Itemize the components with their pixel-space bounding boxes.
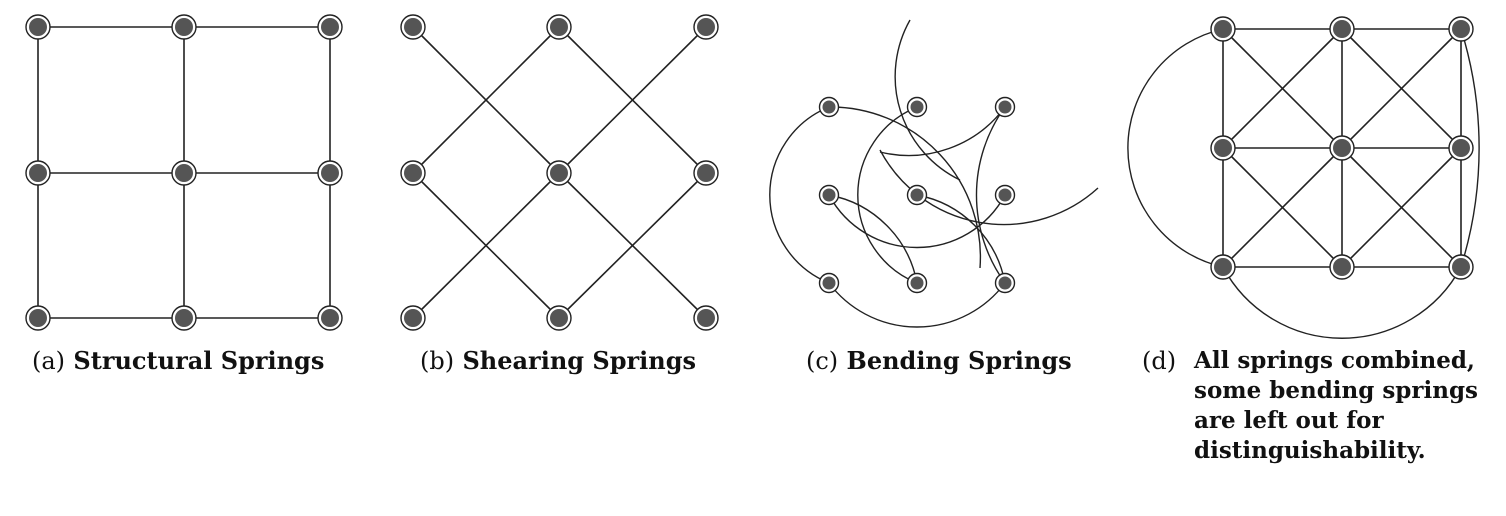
caption-a-label: (a) — [32, 347, 66, 375]
mass-node — [1333, 258, 1351, 276]
mass-node — [1214, 258, 1232, 276]
mass-node — [175, 164, 193, 182]
shearing-spring — [558, 26, 707, 174]
mass-node — [1333, 20, 1351, 38]
mass-node — [321, 309, 339, 327]
shearing-spring — [1222, 147, 1343, 268]
mass-node — [404, 309, 422, 327]
mass-node — [697, 18, 715, 36]
mass-node — [175, 309, 193, 327]
caption-b: (b) Shearing Springs — [420, 346, 696, 376]
mass-node — [998, 100, 1012, 114]
mass-node — [29, 18, 47, 36]
mass-node — [321, 18, 339, 36]
bending-spring — [828, 194, 1006, 249]
mass-node — [29, 309, 47, 327]
shearing-spring — [412, 172, 560, 319]
mass-node — [29, 164, 47, 182]
mass-node — [404, 18, 422, 36]
bending-spring — [828, 194, 918, 284]
mass-node — [998, 276, 1012, 290]
bending-spring — [769, 106, 830, 284]
bending-spring — [879, 149, 1099, 226]
caption-c: (c) Bending Springs — [806, 346, 1072, 376]
shearing-spring — [558, 172, 707, 319]
mass-node — [550, 164, 568, 182]
panel-bending-springs — [769, 19, 1099, 328]
mass-node — [910, 276, 924, 290]
mass-node — [822, 276, 836, 290]
mass-node — [910, 188, 924, 202]
bending-spring — [894, 19, 961, 181]
bending-spring — [1222, 266, 1462, 339]
bending-spring — [1460, 28, 1480, 268]
mass-node — [1333, 139, 1351, 157]
mass-node — [1452, 139, 1470, 157]
mass-node — [550, 309, 568, 327]
bending-spring — [828, 282, 1006, 328]
mass-node — [404, 164, 422, 182]
panel-shearing-springs — [400, 14, 719, 331]
mass-node — [1452, 258, 1470, 276]
mass-node — [822, 188, 836, 202]
mass-node — [910, 100, 924, 114]
shearing-spring — [1341, 28, 1462, 149]
panel-structural-springs — [25, 14, 343, 331]
mass-node — [998, 188, 1012, 202]
panel-all-springs — [1127, 16, 1480, 339]
mass-node — [697, 309, 715, 327]
caption-c-label: (c) — [806, 347, 839, 375]
caption-c-text: Bending Springs — [846, 346, 1072, 375]
caption-b-text: Shearing Springs — [462, 346, 697, 375]
bending-spring — [857, 106, 918, 284]
caption-d-label: (d) — [1142, 347, 1177, 375]
shearing-spring — [412, 26, 560, 174]
mass-node — [321, 164, 339, 182]
bending-spring — [1127, 28, 1224, 268]
caption-a: (a) Structural Springs — [32, 346, 324, 376]
mass-node — [1214, 20, 1232, 38]
caption-d-text: All springs combined, some bending sprin… — [1194, 347, 1478, 464]
caption-b-label: (b) — [420, 347, 455, 375]
shearing-spring — [1222, 28, 1343, 149]
mass-node — [1214, 139, 1232, 157]
mass-node — [175, 18, 193, 36]
bending-spring — [828, 106, 982, 269]
shearing-spring — [1341, 147, 1462, 268]
caption-a-text: Structural Springs — [73, 346, 325, 375]
mass-node — [822, 100, 836, 114]
mass-node — [1452, 20, 1470, 38]
bending-spring — [879, 106, 1006, 157]
mass-node — [550, 18, 568, 36]
bending-spring — [975, 106, 1006, 284]
bending-spring — [916, 194, 1006, 284]
mass-node — [697, 164, 715, 182]
